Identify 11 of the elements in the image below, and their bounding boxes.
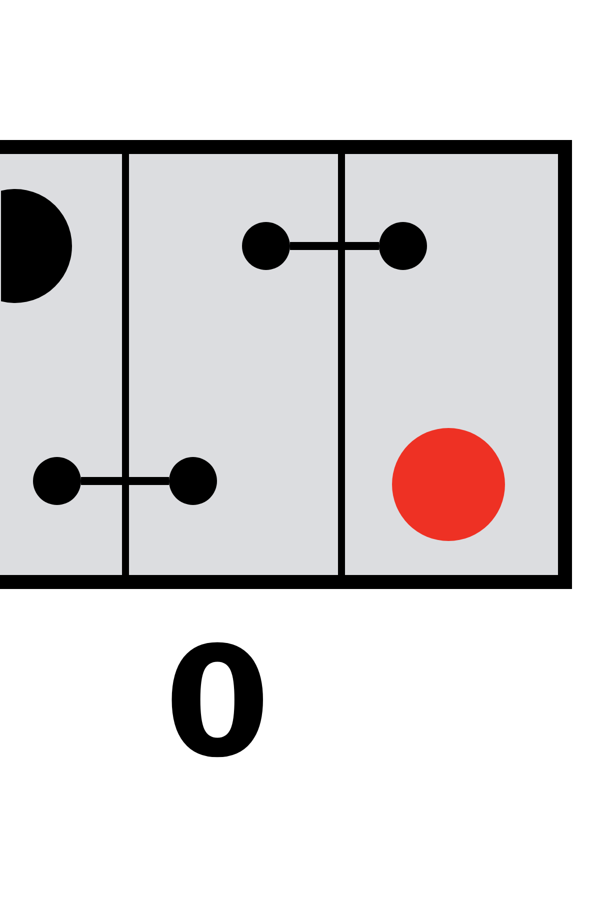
small-dot bbox=[242, 222, 290, 270]
small-dot bbox=[379, 222, 427, 270]
small-dot bbox=[169, 457, 217, 505]
number-label: 0 bbox=[164, 627, 270, 779]
grid-cell bbox=[129, 140, 345, 589]
large-dot bbox=[392, 428, 505, 541]
connector-line bbox=[81, 477, 169, 485]
grid-cell bbox=[0, 140, 129, 589]
small-dot bbox=[33, 457, 81, 505]
grid-cell bbox=[345, 140, 572, 589]
connector-line bbox=[290, 242, 379, 250]
